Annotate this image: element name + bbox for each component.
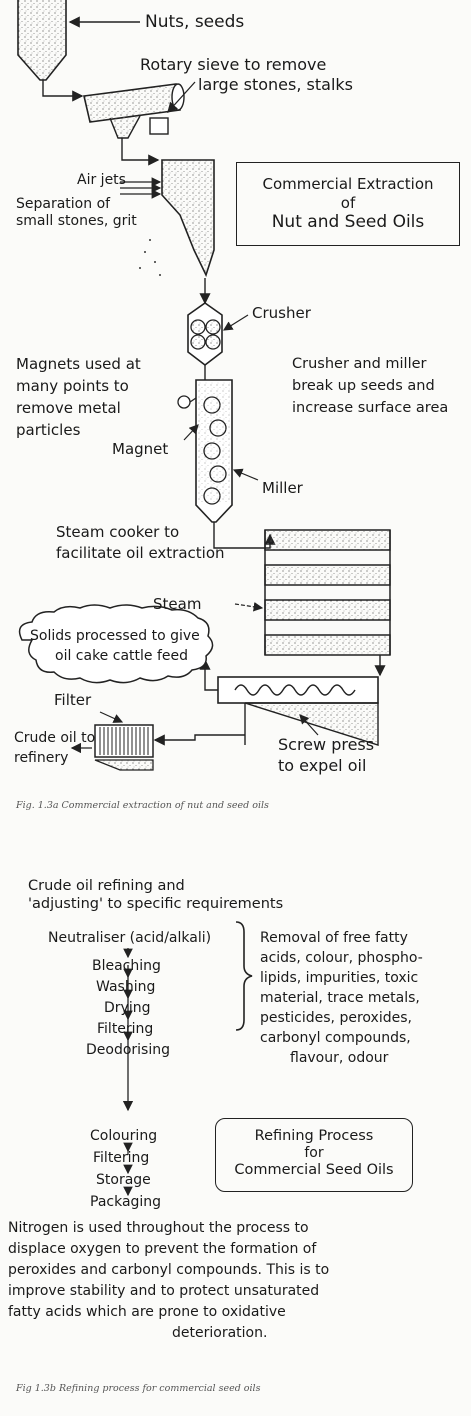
sieve-arrow <box>167 81 196 113</box>
removal-line-7: flavour, odour <box>290 1050 389 1066</box>
label-crusher: Crusher <box>252 304 311 322</box>
step-bleaching: Bleaching <box>92 958 161 974</box>
label-crude-oil-1: Crude oil to <box>14 730 96 746</box>
step-filtering-2: Filtering <box>93 1150 150 1166</box>
label-separation-1: Separation of <box>16 196 111 212</box>
label-magnets-2: many points to <box>16 377 129 395</box>
nitrogen-line-1: Nitrogen is used throughout the process … <box>8 1220 309 1236</box>
step-neutraliser: Neutraliser (acid/alkali) <box>48 930 212 946</box>
step-packaging: Packaging <box>90 1194 162 1210</box>
extraction-title-line-1: Commercial Extraction <box>262 175 434 193</box>
air-separator <box>139 159 215 278</box>
label-magnets-4: particles <box>16 421 81 439</box>
nitrogen-line-5: fatty acids which are prone to oxidative <box>8 1304 286 1320</box>
refining-title-line-1: Refining Process <box>254 1128 374 1144</box>
label-steam: Steam <box>153 595 202 613</box>
label-steam-cooker-2: facilitate oil extraction <box>56 544 225 562</box>
filter <box>94 724 154 771</box>
step-colouring: Colouring <box>90 1128 158 1144</box>
pipe-to-filter <box>153 734 245 746</box>
step-washing: Washing <box>96 979 156 995</box>
label-air-jets: Air jets <box>77 172 126 188</box>
label-crusher-miller-1: Crusher and miller <box>292 356 427 372</box>
label-solids-2: oil cake cattle feed <box>55 648 188 664</box>
nitrogen-line-6: deterioration. <box>172 1325 268 1341</box>
label-screw-press-2: to expel oil <box>278 756 367 775</box>
label-filter: Filter <box>54 691 92 709</box>
step-drying: Drying <box>104 1000 151 1016</box>
extraction-title-line-2: of <box>340 194 356 212</box>
removal-line-6: carbonyl compounds, <box>260 1030 411 1046</box>
removal-line-5: pesticides, peroxides, <box>260 1010 412 1026</box>
step-storage: Storage <box>96 1172 151 1188</box>
refining-title-line-3: Commercial Seed Oils <box>234 1162 394 1178</box>
nitrogen-line-4: improve stability and to protect unsatur… <box>8 1283 320 1299</box>
caption-fig-a: Fig. 1.3a Commercial extraction of nut a… <box>16 800 269 811</box>
step-deodorising: Deodorising <box>86 1042 170 1058</box>
label-rotary-sieve-1: Rotary sieve to remove <box>140 55 327 74</box>
label-rotary-sieve-2: large stones, stalks <box>198 75 353 94</box>
refining-heading-1: Crude oil refining and <box>28 878 185 894</box>
removal-line-3: lipids, impurities, toxic <box>260 970 419 986</box>
steam-cooker <box>264 529 391 656</box>
label-crusher-miller-2: break up seeds and <box>292 378 435 394</box>
steam-arrow <box>234 602 264 612</box>
refining-title-line-2: for <box>304 1145 324 1161</box>
refining-heading-2: 'adjusting' to specific requirements <box>28 896 284 912</box>
extraction-title-box: Commercial Extraction of Nut and Seed Oi… <box>236 162 460 246</box>
hopper <box>17 0 67 81</box>
label-crude-oil-2: refinery <box>14 750 69 766</box>
label-magnets-3: remove metal <box>16 399 121 417</box>
label-magnet: Magnet <box>112 440 169 458</box>
miller-pointer <box>232 468 259 481</box>
removal-line-2: acids, colour, phospho- <box>260 950 423 966</box>
removal-line-4: material, trace metals, <box>260 990 420 1006</box>
crusher-pointer <box>222 314 249 331</box>
label-separation-2: small stones, grit <box>16 213 137 229</box>
air-jet-arrows <box>120 177 162 199</box>
screw-press <box>217 676 379 746</box>
pipe-to-separator <box>121 138 160 166</box>
step-filtering: Filtering <box>97 1021 154 1037</box>
label-solids-1: Solids processed to give <box>30 628 200 644</box>
label-miller: Miller <box>262 479 303 497</box>
removal-brace <box>235 921 253 1031</box>
label-nuts-seeds: Nuts, seeds <box>145 12 245 32</box>
nitrogen-line-2: displace oxygen to prevent the formation… <box>8 1241 317 1257</box>
crusher <box>187 302 223 367</box>
label-steam-cooker-1: Steam cooker to <box>56 523 180 541</box>
solids-cloud <box>18 604 214 684</box>
refining-title-box: Refining Process for Commercial Seed Oil… <box>215 1118 413 1192</box>
pipe-to-sieve <box>42 80 84 102</box>
extraction-title-line-3: Nut and Seed Oils <box>271 212 425 232</box>
caption-fig-b: Fig 1.3b Refining process for commercial… <box>16 1383 261 1394</box>
label-crusher-miller-3: increase surface area <box>292 400 449 416</box>
rotary-sieve <box>83 83 185 139</box>
label-screw-press-1: Screw press <box>278 735 375 754</box>
screw-press-pointer <box>299 714 319 736</box>
magnet-pointer <box>183 424 199 441</box>
nitrogen-line-3: peroxides and carbonyl compounds. This i… <box>8 1262 330 1278</box>
miller <box>177 379 233 523</box>
label-magnets-1: Magnets used at <box>16 355 141 373</box>
pipe-to-solids <box>199 658 218 691</box>
removal-line-1: Removal of free fatty <box>260 930 408 946</box>
filter-pointer <box>99 711 124 723</box>
